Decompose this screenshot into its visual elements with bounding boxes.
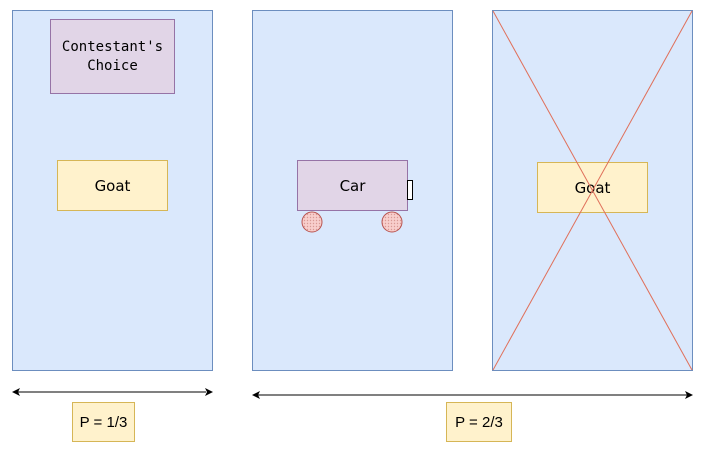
car-wheel-back — [381, 211, 403, 233]
car-wheel-front — [301, 211, 323, 233]
contestant-choice-label: Contestant's Choice — [50, 19, 175, 94]
cross-line-2 — [492, 10, 693, 371]
probability-right: P = 2/3 — [446, 402, 512, 442]
door-3-content: Goat — [537, 162, 648, 213]
car-bumper — [407, 180, 413, 200]
door-1-content: Goat — [57, 160, 168, 211]
probability-left: P = 1/3 — [72, 402, 135, 442]
car-body: Car — [297, 160, 408, 211]
arrow-right — [252, 391, 693, 399]
arrow-left — [12, 388, 213, 396]
